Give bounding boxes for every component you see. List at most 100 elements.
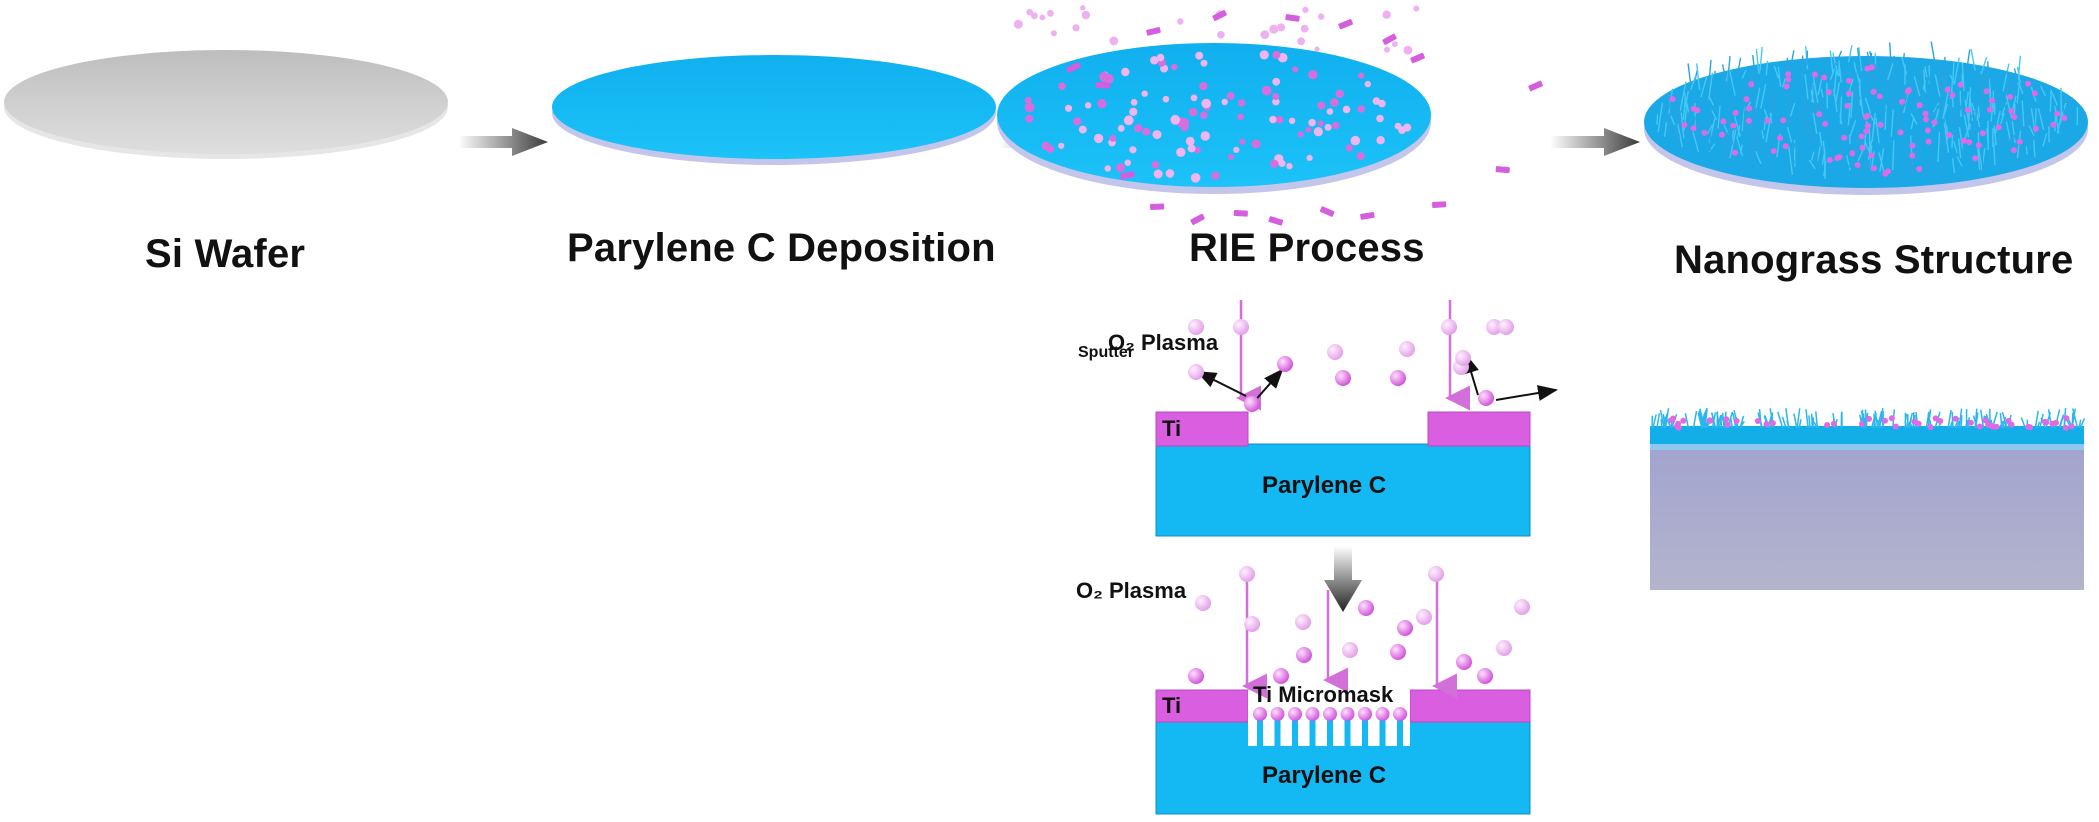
grass-tip (1732, 109, 1739, 116)
plasma-particle (1199, 82, 1208, 91)
ti-micromask-label: Ti Micromask (1253, 682, 1394, 707)
grass-tip (2062, 424, 2069, 431)
grass-blade (1804, 74, 1809, 100)
grass-blade (1660, 419, 1663, 429)
plasma-particle (1413, 5, 1420, 12)
grass-tip (1927, 424, 1934, 431)
grass-blade (1761, 130, 1765, 140)
grass-tip (1825, 89, 1832, 96)
grass-blade (1812, 112, 1818, 134)
grass-blade (2040, 86, 2047, 97)
grass-blade (1815, 411, 1819, 429)
grass-tip (2025, 80, 2032, 87)
grass-blade (2002, 420, 2005, 429)
grass-tip (1746, 117, 1752, 124)
plasma-particle (1121, 67, 1130, 77)
ti-flake (1120, 171, 1135, 180)
plasma-particle (1357, 105, 1365, 113)
plasma-particle (1200, 59, 1208, 67)
plasma-particle (1326, 108, 1334, 115)
grass-tip (1834, 155, 1841, 162)
grass-tip (1949, 92, 1956, 99)
grass-blade (2011, 121, 2016, 144)
grass-blade (1876, 419, 1882, 429)
grass-blade (1856, 47, 1861, 71)
grass-blade (1968, 110, 1975, 123)
ti-micromask-pillars (1253, 707, 1407, 746)
grass-tip (1931, 119, 1938, 126)
grass-blade (1864, 97, 1872, 115)
grass-tip (1723, 416, 1730, 423)
ti-flake (1095, 82, 1110, 89)
grass-tip (1769, 420, 1776, 427)
plasma-particle (1109, 134, 1117, 142)
nano-pillar (1309, 716, 1316, 746)
grass-tip (1862, 114, 1869, 120)
grass-blade (1813, 84, 1816, 111)
grass-blade (1949, 105, 1957, 119)
grass-blade (1731, 130, 1734, 141)
micromask-particle (1340, 707, 1355, 721)
grass-blade (1669, 107, 1672, 121)
grass-blade (2011, 95, 2017, 112)
bottom-ti-label: Ti (1162, 693, 1182, 718)
grass-tip (1864, 65, 1871, 72)
nanograss-cross-section (1650, 407, 2086, 590)
plasma-particle (1078, 125, 1087, 134)
grass-tip (2053, 419, 2059, 426)
grass-blade (1963, 114, 1970, 138)
grass-blade (1905, 61, 1911, 80)
grass-tip (1707, 417, 1714, 424)
grass-blade (1835, 82, 1841, 103)
grass-blade (1770, 122, 1777, 134)
grass-blade (1980, 56, 1988, 75)
ti-flake (1360, 211, 1375, 220)
grass-tip (1909, 152, 1916, 159)
grass-tip (1916, 166, 1923, 172)
grass-blade (1812, 76, 1819, 103)
grass-blade (2002, 63, 2010, 92)
grass-tip (1975, 142, 1982, 149)
plasma-particle (1195, 51, 1204, 60)
plasma-particle (1317, 120, 1324, 127)
grass-blade (1690, 74, 1697, 90)
plasma-particle (1177, 18, 1184, 25)
plasma-particle (1318, 13, 1325, 20)
plasma-particle (1171, 63, 1178, 71)
grass-blade (1692, 70, 1698, 93)
grass-blade (1853, 61, 1858, 74)
nanograss-blades (1656, 41, 2079, 181)
grass-blade (2078, 419, 2082, 429)
grass-blade (2017, 82, 2024, 95)
grass-tip (1724, 421, 1731, 428)
grass-blade (2056, 112, 2063, 134)
grass-blade (1977, 106, 1980, 118)
grass-blade (2017, 55, 2021, 85)
grass-blade (1723, 127, 1731, 147)
grass-blade (1793, 413, 1798, 429)
grass-tip (1859, 144, 1866, 151)
grass-blade (1692, 130, 1700, 153)
grass-tip (1944, 86, 1951, 93)
grass-blade (1934, 74, 1941, 97)
plasma-particle (1058, 142, 1065, 149)
grass-blade (1870, 415, 1876, 429)
plasma-particle (1026, 8, 1033, 16)
plasma-particle (1335, 89, 1344, 99)
ti-flake (1382, 33, 1397, 45)
grass-blade (1850, 91, 1854, 118)
grass-blade (1741, 70, 1747, 79)
grass-tip (2007, 93, 2013, 100)
grass-blade (1986, 128, 1990, 147)
grass-blade (1957, 138, 1962, 159)
grass-blade (1999, 112, 2005, 125)
grass-tip (2011, 114, 2018, 120)
plasma-particle (1305, 126, 1312, 133)
grass-blade (2039, 413, 2044, 429)
grass-tip (1770, 148, 1777, 154)
grass-tip (1983, 88, 1990, 95)
plasma-particle (1064, 104, 1073, 112)
grass-blade (1772, 86, 1777, 110)
plasma-particle (1317, 101, 1326, 110)
grass-blade (1871, 118, 1878, 135)
